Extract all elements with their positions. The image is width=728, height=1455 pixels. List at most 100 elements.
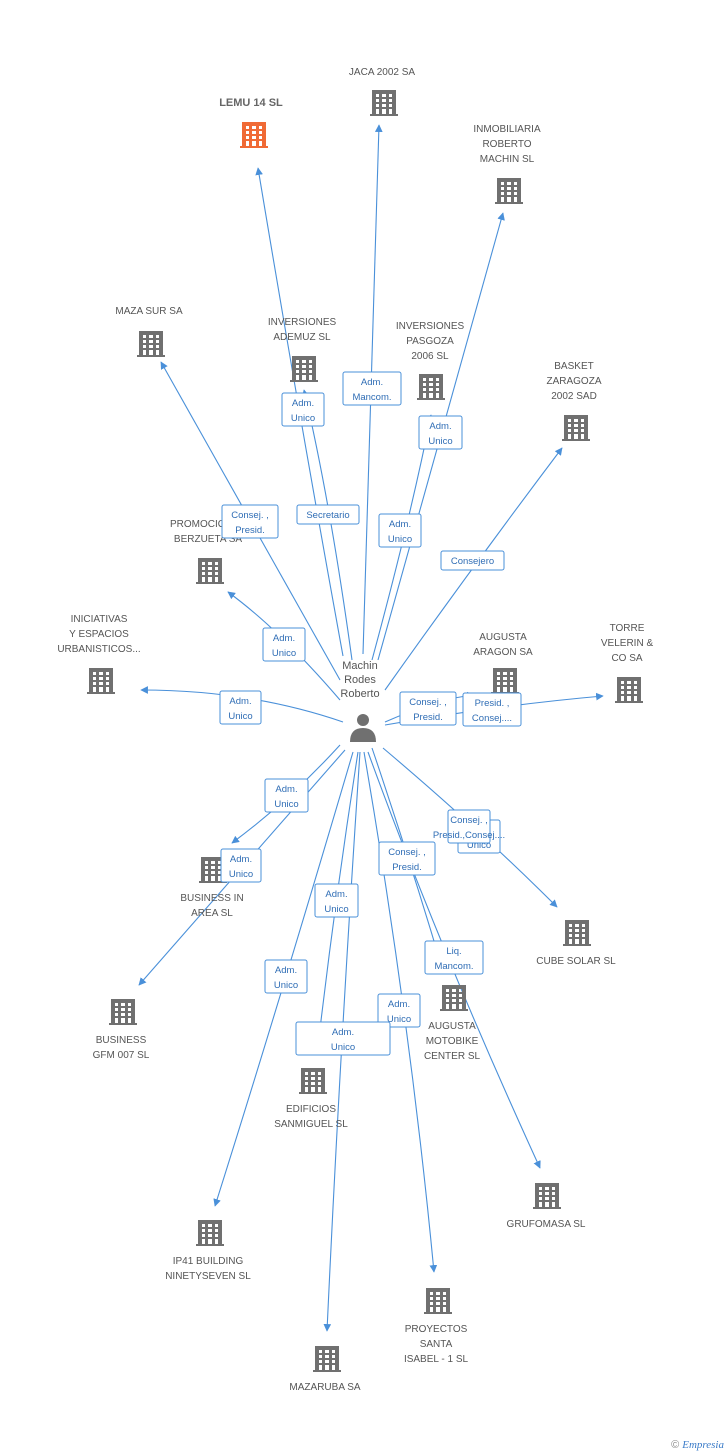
role-text-line: Unico: [274, 980, 298, 991]
role-label[interactable]: Adm. Unico: [314, 883, 359, 918]
role-text-line: Unico: [291, 413, 315, 424]
role-label[interactable]: Adm.Unico: [220, 848, 262, 883]
role-text-line: Secretario: [306, 510, 349, 521]
building-icon: [440, 985, 468, 1011]
role-text-line: Adm.: [332, 1027, 354, 1038]
role-text-line: Unico: [229, 869, 253, 880]
role-text-line: Adm.: [429, 421, 451, 432]
company-name-line: PROYECTOS: [405, 1324, 468, 1335]
role-text-line: Consej. ,: [231, 510, 269, 521]
role-label[interactable]: Adm. Unico: [378, 513, 422, 548]
role-label[interactable]: Adm. Unico: [281, 392, 325, 427]
person-name-line: Roberto: [340, 688, 379, 700]
role-text-line: Adm.: [389, 519, 411, 530]
building-icon: [299, 1068, 327, 1094]
role-label[interactable]: Adm.Unico: [264, 778, 309, 813]
role-text-line: Presid.: [392, 862, 422, 873]
company-name-line: INVERSIONES: [268, 317, 337, 328]
company-name-line: MOTOBIKE: [426, 1036, 479, 1047]
footer-brand[interactable]: ©Empresia: [671, 1439, 724, 1451]
role-label[interactable]: Consej. , Presid.: [399, 691, 457, 726]
role-text-line: Mancom.: [434, 961, 473, 972]
role-text-line: Unico: [272, 648, 296, 659]
company-node-jaca[interactable]: JACA 2002 SA: [349, 67, 415, 116]
company-node-grufomasa[interactable]: GRUFOMASA SL: [507, 1183, 586, 1230]
role-text-line: Adm.: [325, 889, 347, 900]
role-text-line: Presid.: [413, 712, 443, 723]
role-label[interactable]: Consej. ,Presid.,Consej....: [433, 809, 505, 844]
company-name-line: ARAGON SA: [473, 647, 533, 658]
role-text-line: Consejero: [451, 556, 494, 567]
company-name-line: ADEMUZ SL: [273, 332, 331, 343]
company-node-lemu[interactable]: LEMU 14 SL: [219, 97, 283, 148]
role-label[interactable]: Consej. , Presid.: [221, 504, 279, 539]
role-text-line: Presid.: [235, 525, 265, 536]
role-label[interactable]: Secretario: [296, 504, 360, 525]
building-icon: [562, 415, 590, 441]
company-node-mazaruba[interactable]: MAZARUBA SA: [289, 1346, 361, 1393]
role-text-line: Adm.: [388, 999, 410, 1010]
company-name-line: BASKET: [554, 361, 593, 372]
person-name-line: Machin: [342, 660, 377, 672]
role-label[interactable]: Adm.Unico: [219, 690, 262, 725]
building-icon: [313, 1346, 341, 1372]
role-text-line: Adm.: [273, 633, 295, 644]
building-icon: [563, 920, 591, 946]
building-icon: [424, 1288, 452, 1314]
role-text-line: Único: [467, 840, 491, 851]
role-text-line: Unico: [387, 1014, 411, 1025]
role-label[interactable]: Adm. Unico: [264, 959, 308, 994]
role-text-line: Adm.: [229, 696, 251, 707]
company-node-cube[interactable]: CUBE SOLAR SL: [536, 920, 616, 967]
role-text-line: Unico: [324, 904, 348, 915]
role-label[interactable]: Adm.Unico: [418, 415, 463, 450]
company-node-ademuz[interactable]: INVERSIONES ADEMUZ SL: [268, 317, 337, 382]
role-text-line: Consej. ,: [409, 697, 447, 708]
company-name-line: GRUFOMASA SL: [507, 1219, 586, 1230]
role-text-line: Presid.,Consej....: [433, 830, 505, 841]
company-name-line: PASGOZA: [406, 336, 454, 347]
company-node-mazasur[interactable]: MAZA SUR SA: [115, 306, 183, 357]
role-label[interactable]: Presid. ,Consej....: [462, 692, 522, 727]
company-name-line: EDIFICIOS: [286, 1104, 336, 1115]
company-name-line: INMOBILIARIA: [473, 124, 541, 135]
company-name-line: INICIATIVAS: [71, 614, 128, 625]
company-name-line: CO SA: [611, 653, 642, 664]
building-icon: [109, 999, 137, 1025]
role-text-line: Consej. ,: [388, 847, 426, 858]
role-text-line: Adm.: [275, 965, 297, 976]
company-name-line: ISABEL - 1 SL: [404, 1354, 469, 1365]
role-label[interactable]: Adm. Unico: [377, 993, 421, 1028]
person-icon: [350, 714, 376, 742]
role-label[interactable]: Adm.Unico: [295, 1021, 391, 1056]
building-icon: [615, 677, 643, 703]
role-label[interactable]: Consej. , Presid.: [378, 841, 436, 876]
role-text-line: Adm.: [292, 398, 314, 409]
role-label[interactable]: Consejero: [440, 550, 505, 571]
company-name-line: MAZARUBA SA: [289, 1382, 360, 1393]
role-label[interactable]: Liq. Mancom.: [424, 940, 484, 975]
company-name-line: PROMOCIONES: [170, 519, 246, 530]
building-icon: [417, 374, 445, 400]
company-name-line: ZARAGOZA: [546, 376, 601, 387]
role-label[interactable]: Adm. Unico: [262, 627, 306, 662]
role-text-line: Adm.: [275, 784, 297, 795]
role-text-line: Liq.: [446, 946, 461, 957]
role-label[interactable]: Adm.Mancom.: [342, 371, 402, 406]
edge-ademuz: [301, 389, 353, 661]
role-text-line: Unico: [388, 534, 412, 545]
